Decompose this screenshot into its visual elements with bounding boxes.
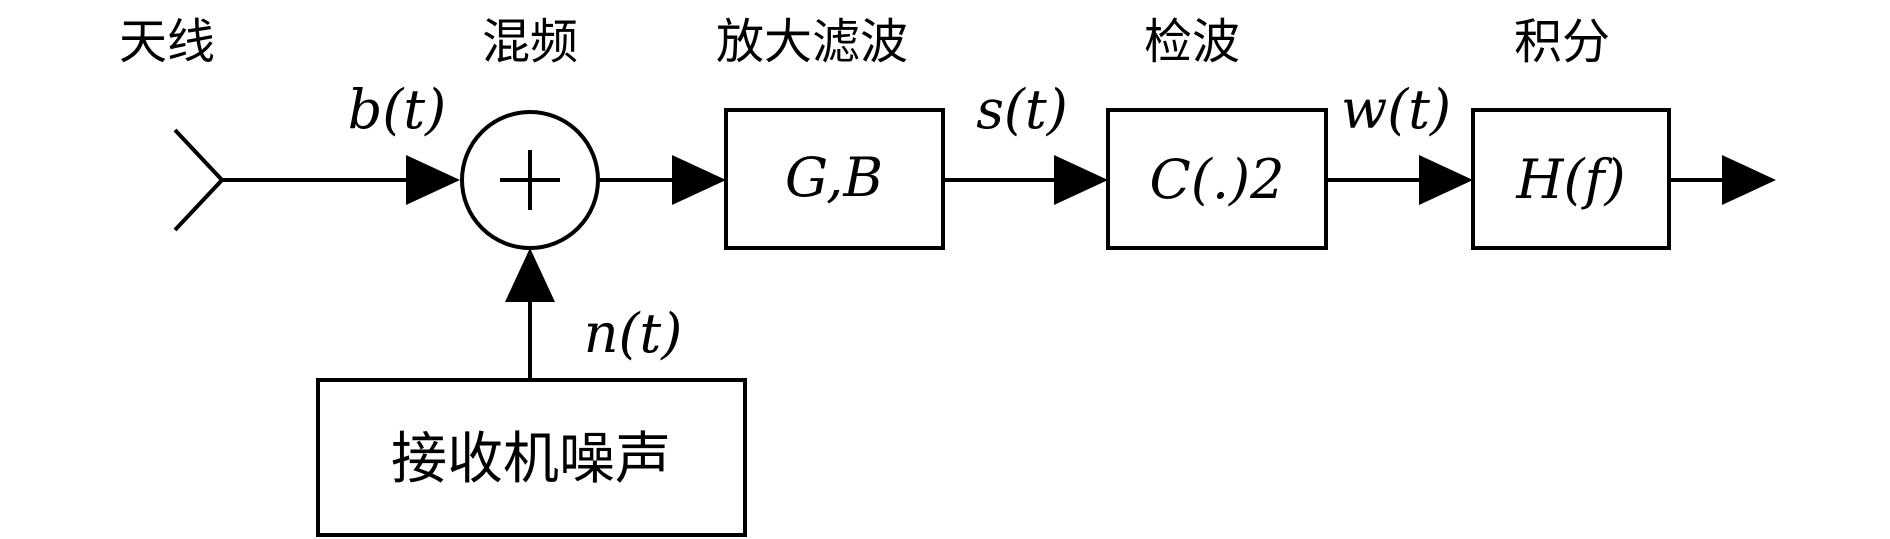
mixer-summing-junction <box>460 110 600 250</box>
arrowhead-noise-mixer <box>505 248 555 302</box>
arrowhead-antenna-mixer <box>406 155 460 205</box>
arrowhead-amp-detector <box>1054 155 1108 205</box>
integrator-block <box>1471 108 1671 250</box>
stage-label-mixer: 混频 <box>482 14 578 70</box>
antenna-icon <box>173 128 224 232</box>
receiver-noise-label: 接收机噪声 <box>391 427 671 492</box>
amp-filter-block-label: G,B <box>785 146 883 209</box>
signal-label-w: w(t) <box>1341 78 1451 141</box>
detector-block-label: C(.)2 <box>1150 148 1285 211</box>
arrowhead-mixer-amp <box>672 155 726 205</box>
signal-label-b: b(t) <box>348 78 446 141</box>
receiver-noise-block <box>316 378 747 537</box>
arrowhead-detector-integrator <box>1419 155 1473 205</box>
stage-label-antenna: 天线 <box>119 14 215 70</box>
stage-label-detector: 检波 <box>1144 14 1240 70</box>
amp-filter-block <box>724 108 945 250</box>
arrowhead-output <box>1722 155 1776 205</box>
stage-label-amp-filter: 放大滤波 <box>716 14 908 70</box>
integrator-block-label: H(f) <box>1515 148 1625 211</box>
signal-label-n: n(t) <box>584 302 683 365</box>
detector-block <box>1106 108 1328 250</box>
signal-label-s: s(t) <box>976 78 1068 141</box>
stage-label-integrator: 积分 <box>1514 14 1610 70</box>
